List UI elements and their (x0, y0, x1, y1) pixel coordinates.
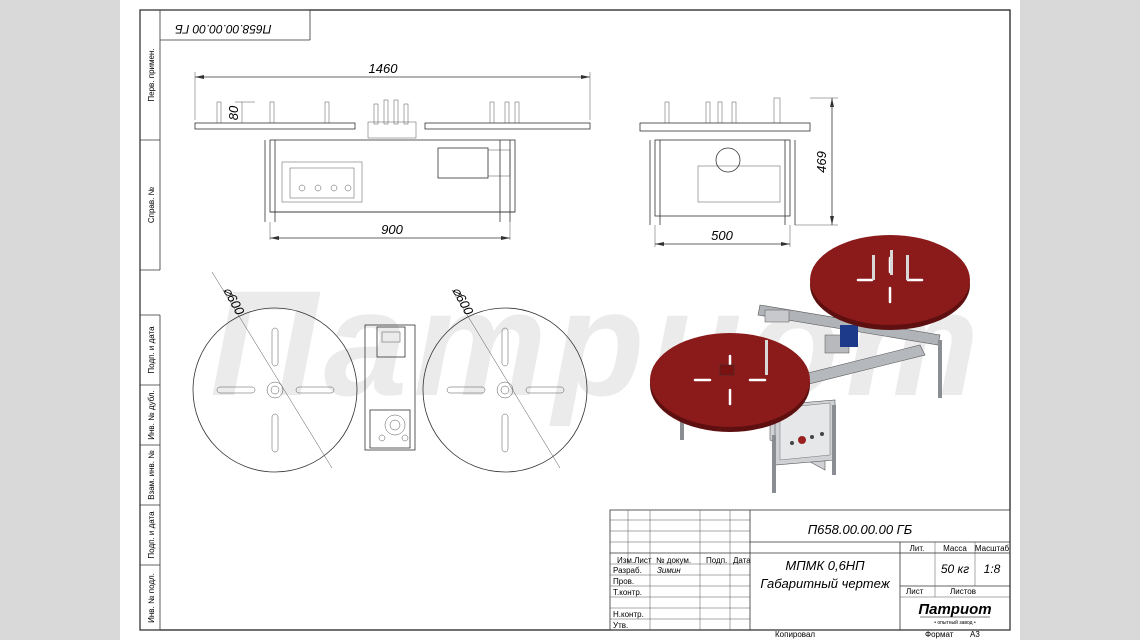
label-inv-dubl: Инв. № дубл. (147, 390, 156, 440)
row-prov: Пров. (613, 577, 634, 586)
hdr-date: Дата (733, 556, 751, 565)
rotated-doc-code: П658.00.00.00 ГБ (175, 22, 272, 36)
hdr-sign: Подп. (706, 556, 727, 565)
value-mass: 50 кг (941, 562, 969, 576)
dim-post-height: 80 (226, 105, 241, 120)
iso-disc-near (650, 333, 810, 427)
hdr-doc-no: № докум. (656, 556, 691, 565)
title-doc-title: Габаритный чертеж (760, 576, 890, 591)
hdr-sheet: Лист (906, 587, 924, 596)
label-inv-podl: Инв. № подл. (147, 573, 156, 623)
title-product-name: МПМК 0,6НП (785, 558, 865, 573)
row-utv: Утв. (613, 621, 628, 630)
hdr-izm-list: Изм.Лист (617, 556, 652, 565)
hdr-lit: Лит. (910, 544, 925, 553)
title-block: П658.00.00.00 ГБ МПМК 0,6НП Габаритный ч… (609, 509, 1011, 639)
row-tkontr: Т.контр. (613, 588, 642, 597)
hdr-sheets: Листов (950, 587, 976, 596)
label-sprav: Справ. № (147, 186, 156, 223)
front-view: 1460 80 900 (194, 61, 591, 240)
row-nkontr: Н.контр. (613, 610, 644, 619)
drawing-canvas: Патриот П658.00.00.00 ГБ Перв. примен. С… (139, 9, 1011, 639)
side-stamp-column: П658.00.00.00 ГБ Перв. примен. Справ. № … (139, 9, 311, 631)
company-subtitle: • опытный завод • (934, 619, 976, 626)
drawing-sheet: Патриот П658.00.00.00 ГБ Перв. примен. С… (120, 0, 1020, 640)
dim-overall-length: 1460 (369, 61, 399, 76)
title-doc-code: П658.00.00.00 ГБ (808, 522, 913, 537)
iso-disc-far (810, 235, 970, 325)
dim-frame-length: 900 (381, 222, 403, 237)
row-razrab: Разраб. (613, 566, 642, 575)
dim-frame-width: 500 (711, 228, 733, 243)
bottom-format: Формат (925, 630, 954, 639)
label-podp-data-1: Подп. и дата (147, 326, 156, 374)
company-name: Патриот (918, 601, 991, 618)
label-perv-primen: Перв. примен. (147, 48, 156, 101)
side-view: 469 500 (639, 97, 838, 247)
bottom-copied: Копировал (775, 630, 815, 639)
label-podp-data-2: Подп. и дата (147, 511, 156, 559)
hdr-scale: Масштаб (975, 544, 1010, 553)
right-disc (422, 307, 588, 473)
hdr-mass: Масса (943, 544, 967, 553)
value-scale: 1:8 (984, 562, 1001, 576)
dim-overall-height: 469 (814, 151, 829, 173)
label-vzam-inv: Взам. инв. № (147, 450, 156, 500)
bottom-format-value: А3 (970, 630, 980, 639)
isometric-view (650, 235, 970, 493)
row-razrab-name: Зимин (657, 566, 681, 575)
left-disc (192, 307, 358, 473)
